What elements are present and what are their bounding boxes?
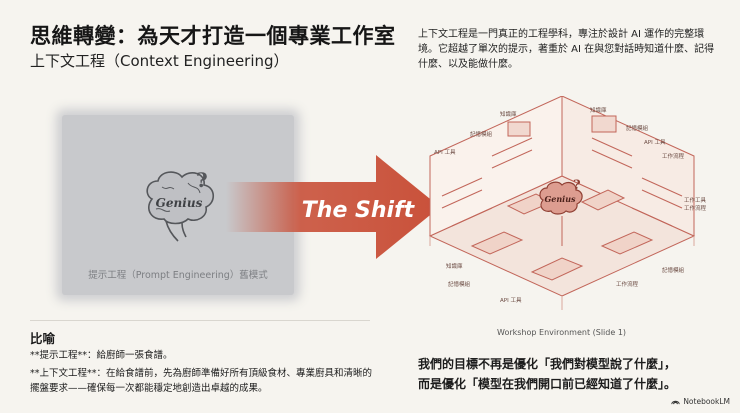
label-workflow-1: 工作流程 [662,152,685,160]
label-workflow-3: 工作流程 [616,280,639,288]
label-knowledge-base-left: 知識庫 [500,110,517,118]
brand-label: NotebookLM [683,397,730,406]
workshop-brain-icon: ? Genius [539,178,583,215]
workshop-illustration: ? Genius 知識庫 知識庫 記憶模組 記憶模組 API 工具 API 工具… [428,96,707,310]
section-divider [30,320,370,321]
old-model-caption: 提示工程（Prompt Engineering）舊模式 [88,270,268,281]
notebooklm-brand: NotebookLM [671,397,730,406]
old-brain-label: Genius [156,196,203,210]
label-memory-module-3: 記憶模組 [448,280,471,288]
label-tools-1: 工作工具 [684,196,707,204]
conclusion-line-1: 我們的目標不再是優化「我們對模型說了什麼」， [418,357,677,371]
slide-title: 思維轉變：為天才打造一個專業工作室 [30,24,396,48]
label-api-tool-3: API 工具 [500,297,522,304]
svg-text:?: ? [573,178,581,193]
metaphor-prompt-engineering: **提示工程**：給廚師一張食譜。 [30,350,173,361]
notebooklm-logo-icon [671,400,681,405]
label-api-tool-2: API 工具 [644,139,666,146]
label-memory-module-2: 記憶模組 [626,124,649,132]
intro-paragraph: 上下文工程是一門真正的工程學科，專注於設計 AI 運作的完整環境。它超越了單次的… [418,29,715,70]
label-memory-module-4: 記憶模組 [662,266,685,274]
svg-text:?: ? [196,168,208,192]
shift-label: The Shift [302,198,416,223]
label-workflow-2: 工作流程 [684,204,707,212]
metaphor-context-engineering: **上下文工程**：在給食譜前，先為廚師準備好所有頂級食材、專業廚具和清晰的擺盤… [30,368,373,394]
workshop-caption: Workshop Environment (Slide 1) [497,328,627,337]
workshop-brain-label: Genius [544,194,576,204]
shift-arrow: The Shift [226,155,440,259]
label-api-tool-1: API 工具 [434,149,456,156]
label-memory-module-1: 記憶模組 [470,130,493,138]
label-knowledge-base-right: 知識庫 [590,106,607,114]
label-knowledge-base-bottom: 知識庫 [446,262,463,270]
conclusion-line-2: 而是優化「模型在我們開口前已經知道了什麼」。 [418,377,677,391]
slide-subtitle: 上下文工程（Context Engineering） [30,52,289,70]
metaphor-heading: 比喻 [30,331,56,346]
brain-icon: ? Genius [146,168,215,242]
